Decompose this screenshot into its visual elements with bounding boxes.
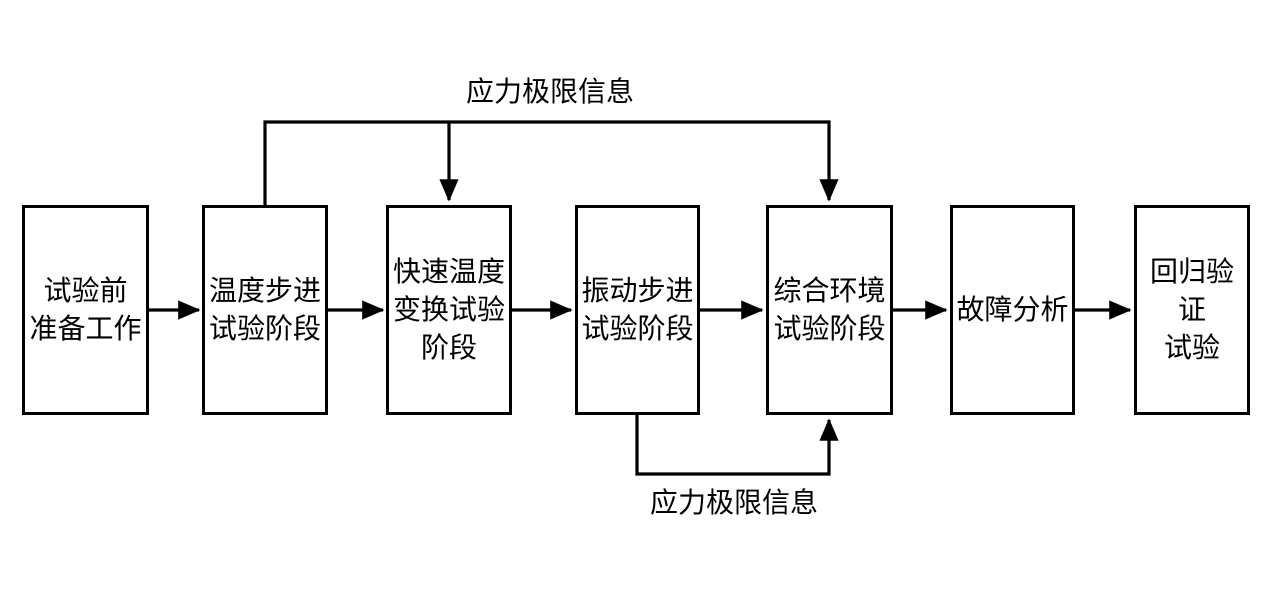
node-rapid-temperature-change-test-label: 快速温度 变换试验 阶段 [392, 254, 505, 365]
node-rapid-temperature-change-test: 快速温度 变换试验 阶段 [386, 205, 512, 415]
node-fault-analysis-label: 故障分析 [956, 292, 1069, 326]
node-regression-verification-test-label: 回归验证 试验 [1149, 254, 1234, 365]
feedback-bottom-connector [635, 415, 839, 476]
node-temperature-step-test-label: 温度步进 试验阶段 [208, 273, 321, 345]
feedback-top-connector [263, 120, 839, 205]
node-temperature-step-test: 温度步进 试验阶段 [202, 205, 328, 415]
node-pre-test-preparation-label: 试验前 准备工作 [29, 273, 142, 345]
node-regression-verification-test: 回归验证 试验 [1134, 205, 1250, 415]
node-fault-analysis: 故障分析 [950, 205, 1075, 415]
node-pre-test-preparation: 试验前 准备工作 [22, 205, 149, 415]
node-vibration-step-test-label: 振动步进 试验阶段 [581, 273, 694, 345]
stress-limit-info-label-bottom: 应力极限信息 [649, 486, 819, 519]
node-combined-environment-test: 综合环境 试验阶段 [766, 205, 893, 415]
node-combined-environment-test-label: 综合环境 试验阶段 [773, 273, 886, 345]
node-vibration-step-test: 振动步进 试验阶段 [575, 205, 700, 415]
stress-limit-info-label-top: 应力极限信息 [465, 75, 635, 108]
